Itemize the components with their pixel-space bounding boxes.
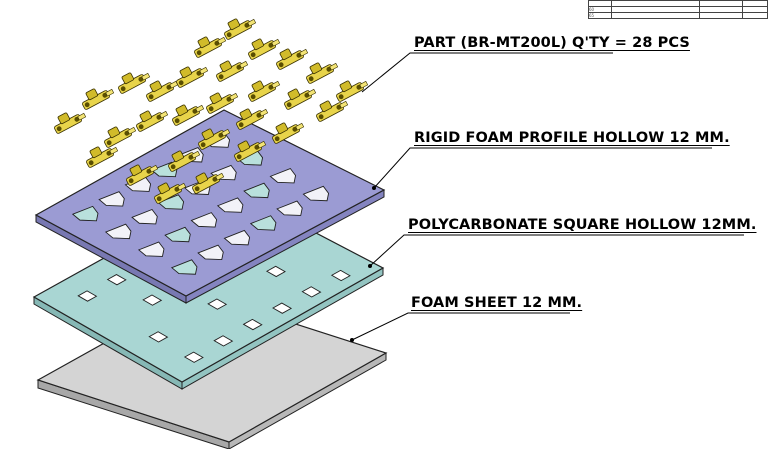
square-hole [106,274,127,286]
square-hole [183,351,204,363]
part-piece [136,110,169,132]
profile-cavity [170,259,198,275]
part-piece [336,80,369,102]
profile-cavity [276,200,303,216]
leader-rigid-foam [373,147,712,189]
square-hole [272,302,293,314]
part-piece [216,60,249,82]
profile-cavity [137,241,165,257]
leader-foam-sheet [351,312,570,341]
leader-lines [351,52,744,341]
profile-cavity [243,182,270,199]
part-piece [118,72,151,94]
profile-cavity [131,208,158,225]
square-hole [207,298,228,310]
profile-cavity [302,185,330,202]
title-block-table: 60 65 [588,0,768,19]
profile-cavity [249,215,277,231]
profile-cavity [104,223,132,240]
profile-cavity [216,197,244,213]
profile-cavity [197,244,224,261]
rigid-foam-layer [34,109,386,304]
profile-cavity [223,229,251,246]
square-hole [242,318,263,331]
part-piece [154,182,187,204]
part-piece [86,146,119,168]
part-piece [126,164,159,186]
part-piece [248,38,281,60]
part-piece [236,108,269,130]
square-hole [142,294,163,306]
leader-part [361,52,613,93]
callout-polycarbonate: POLYCARBONATE SQUARE HOLLOW 12MM. [408,217,757,233]
profile-cavity [269,167,297,184]
square-hole [265,265,286,278]
part-piece [172,104,205,126]
part-piece [198,128,231,150]
callout-rigid-foam: RIGID FOAM PROFILE HOLLOW 12 MM. [414,130,730,146]
part-piece [276,48,309,70]
part-piece [234,140,267,162]
square-hole [77,290,98,302]
parts-cluster [54,18,369,204]
profile-cavity [98,191,125,207]
part-piece [272,122,305,144]
part-piece [224,18,257,40]
callout-foam-sheet: FOAM SHEET 12 MM. [411,295,583,311]
square-hole [301,286,322,298]
part-piece [194,36,227,58]
leader-polycarbonate [369,234,744,267]
profile-cavity [71,205,99,222]
part-piece [206,92,239,114]
profile-cavity [157,194,185,210]
part-piece [104,126,137,148]
part-piece [168,150,201,172]
callout-part: PART (BR-MT200L) Q'TY = 28 PCS [414,35,690,51]
part-piece [146,80,179,102]
part-piece [284,88,317,110]
part-piece [54,112,87,134]
square-hole [213,335,234,347]
part-piece [192,172,225,194]
part-piece [176,66,209,88]
part-piece [82,88,115,110]
part-piece [316,100,349,122]
part-piece [248,80,281,102]
rigid-foam-top [34,109,386,297]
profile-cavity [164,226,191,243]
profile-cavity [190,212,218,228]
square-hole [330,269,351,282]
square-hole [148,331,169,343]
part-piece [306,62,339,84]
